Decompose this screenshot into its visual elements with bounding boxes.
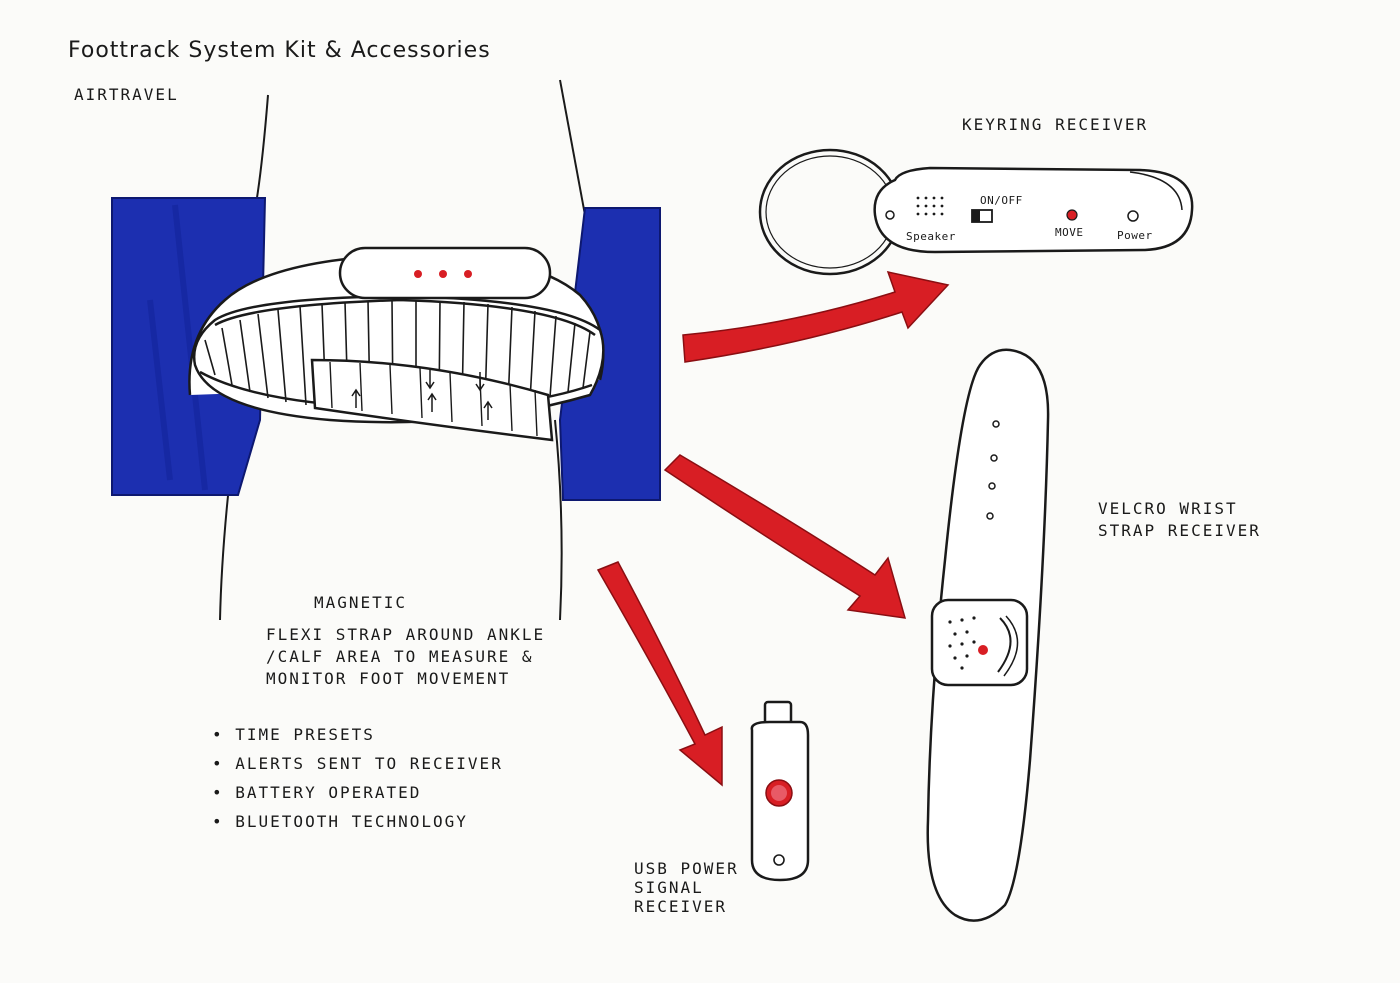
arrow-to-keyring [682, 270, 950, 363]
label-usb-line1: USB POWER [634, 859, 739, 878]
blue-panel-left [111, 197, 267, 496]
feature-list: TIME PRESETS ALERTS SENT TO RECEIVER BAT… [212, 724, 503, 840]
label-move: MOVE [1055, 226, 1084, 239]
label-keyring-receiver: KEYRING RECEIVER [962, 115, 1149, 134]
label-speaker: Speaker [906, 230, 956, 243]
feature-item: ALERTS SENT TO RECEIVER [212, 753, 503, 775]
power-light [1127, 210, 1139, 222]
label-power: Power [1117, 229, 1153, 242]
page-title: Foottrack System Kit & Accessories [68, 38, 491, 63]
label-description-line3: MONITOR FOOT MOVEMENT [266, 669, 511, 688]
subtitle: AIRTRAVEL [74, 85, 179, 104]
label-magnetic: MAGNETIC [314, 593, 408, 612]
label-description-line1: FLEXI STRAP AROUND ANKLE [266, 625, 546, 644]
keyring-receiver [758, 148, 1194, 276]
flexi-strap [188, 246, 605, 442]
feature-item: TIME PRESETS [212, 724, 503, 746]
velcro-wrist-strap [926, 348, 1050, 922]
label-description-line2: /CALF AREA TO MEASURE & [266, 647, 534, 666]
label-usb-line3: RECEIVER [634, 897, 728, 916]
usb-receiver [750, 700, 810, 882]
arrow-to-usb [596, 561, 723, 787]
move-light [1066, 209, 1078, 221]
label-on-off: ON/OFF [980, 194, 1023, 207]
label-usb-line2: SIGNAL [634, 878, 704, 897]
label-velcro-line2: STRAP RECEIVER [1098, 521, 1261, 540]
speaker-grille [916, 196, 944, 216]
label-velcro-line1: VELCRO WRIST [1098, 499, 1238, 518]
feature-item: BATTERY OPERATED [212, 782, 503, 804]
arrow-to-wrist-strap [663, 454, 907, 619]
feature-item: BLUETOOTH TECHNOLOGY [212, 811, 503, 833]
